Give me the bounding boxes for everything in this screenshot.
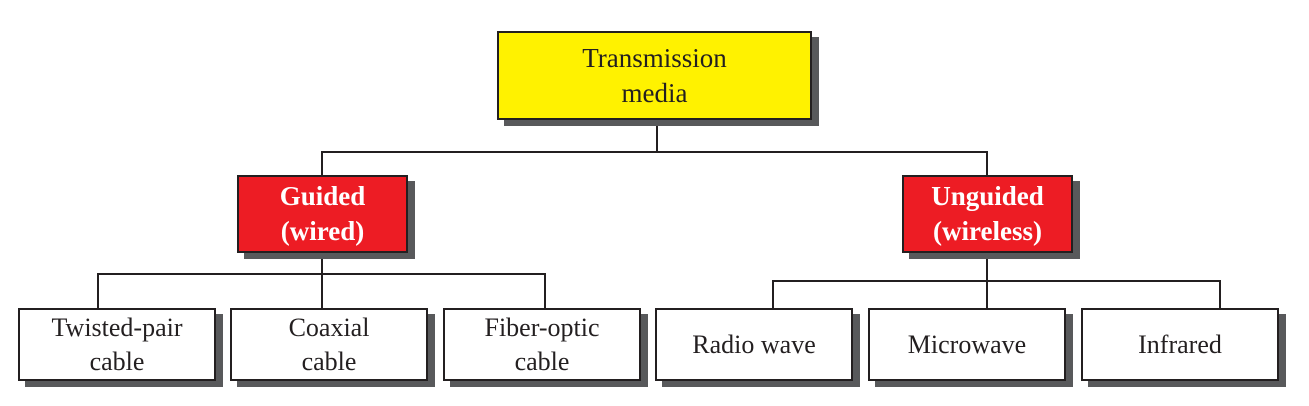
microwave-node: Microwave	[868, 308, 1066, 381]
connector-to-infrared	[1219, 280, 1221, 309]
microwave-label: Microwave	[907, 329, 1027, 359]
fiber-optic-node: Fiber-optic cable	[443, 308, 641, 381]
radio-wave-node: Radio wave	[655, 308, 853, 381]
guided-node: Guided (wired)	[237, 175, 408, 253]
connector-to-guided	[321, 151, 323, 176]
twisted-pair-node: Twisted-pair cable	[18, 308, 216, 381]
unguided-label: Unguided (wireless)	[931, 181, 1044, 246]
root-node: Transmission media	[497, 31, 812, 120]
twisted-pair-label: Twisted-pair cable	[51, 313, 183, 376]
connector-root-down	[656, 119, 658, 152]
connector-to-unguided	[986, 151, 988, 176]
infrared-node: Infrared	[1081, 308, 1279, 381]
coaxial-node: Coaxial cable	[230, 308, 428, 381]
guided-label: Guided (wired)	[279, 181, 366, 246]
connector-to-twisted-pair	[97, 273, 99, 309]
root-label: Transmission media	[582, 42, 727, 108]
connector-guided-down	[321, 252, 323, 274]
connector-unguided-down	[986, 252, 988, 281]
connector-to-fiber-optic	[544, 273, 546, 309]
connector-to-coaxial	[321, 273, 323, 309]
connector-top-horizontal	[321, 151, 988, 153]
radio-wave-label: Radio wave	[692, 329, 816, 359]
coaxial-label: Coaxial cable	[288, 313, 370, 376]
connector-unguided-horizontal	[772, 280, 1221, 282]
unguided-node: Unguided (wireless)	[902, 175, 1073, 253]
connector-to-radio-wave	[772, 280, 774, 309]
infrared-label: Infrared	[1138, 329, 1222, 359]
connector-to-microwave	[986, 280, 988, 309]
fiber-optic-label: Fiber-optic cable	[484, 313, 600, 376]
